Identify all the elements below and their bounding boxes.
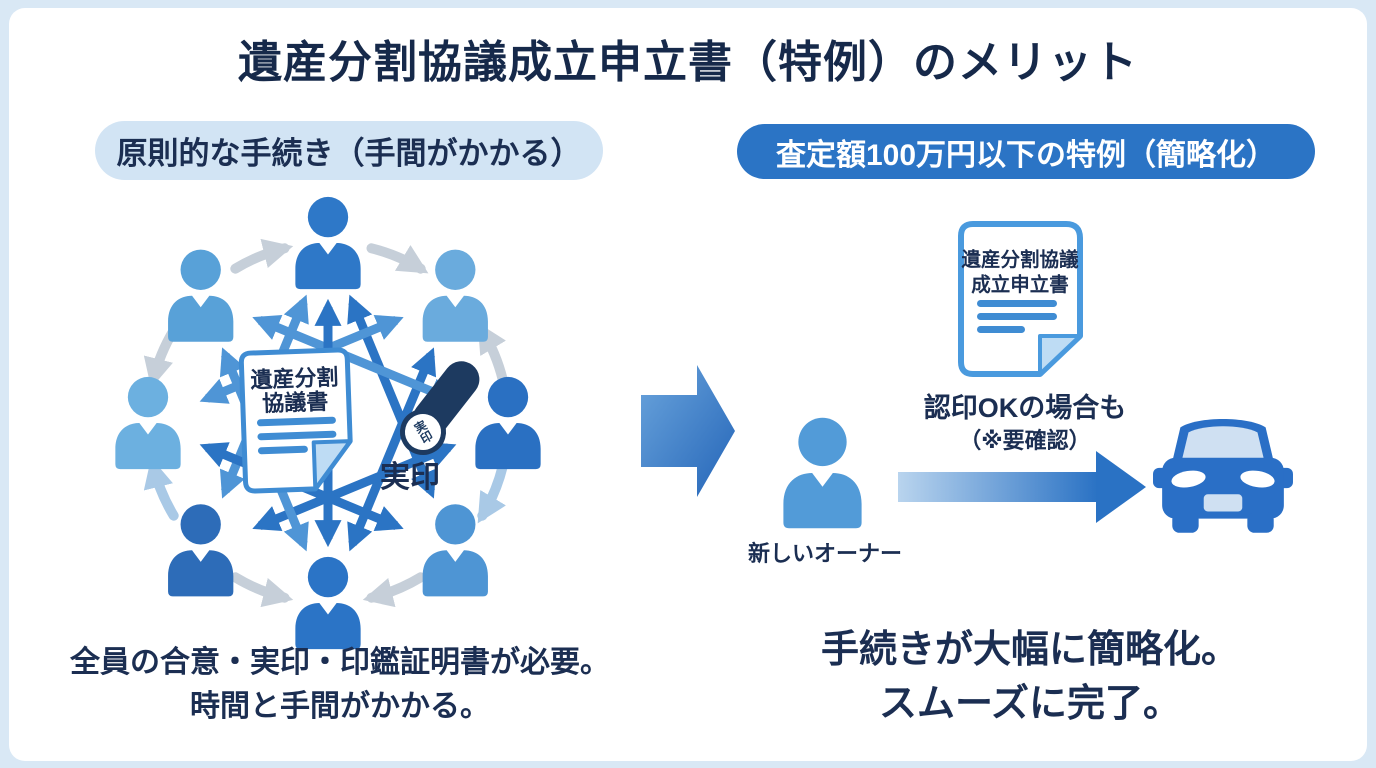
heir-person-icon bbox=[168, 249, 234, 342]
heir-person-icon bbox=[295, 556, 361, 650]
new-owner-person-shape bbox=[783, 417, 862, 529]
new-owner-icon bbox=[783, 417, 862, 529]
stamp-label: 実印 bbox=[380, 461, 440, 494]
stamp-face-text: 実印 bbox=[410, 418, 436, 446]
handover-arrow-shaft bbox=[898, 472, 1098, 502]
car-wheel-right bbox=[1247, 512, 1274, 533]
right-section-header-label: 査定額100万円以下の特例（簡略化） bbox=[775, 138, 1277, 172]
handover-arrow-head bbox=[1096, 451, 1146, 523]
car-headlight-left bbox=[1171, 470, 1206, 488]
right-caption-line1: 手続きが大幅に簡略化。 bbox=[820, 629, 1239, 671]
car-headlight-right bbox=[1240, 470, 1275, 488]
transition-arrow bbox=[641, 365, 735, 497]
agreement-doc-title-line2: 協議書 bbox=[262, 389, 329, 416]
page-title: 遺産分割協議成立申立書（特例）のメリット bbox=[238, 38, 1138, 87]
outer-flow-arrow bbox=[143, 457, 179, 521]
application-document-icon: 遺産分割協議 成立申立書 bbox=[957, 220, 1084, 383]
left-section-header-label: 原則的な手続き（手間がかかる） bbox=[116, 136, 582, 171]
mutual-consent-arrow bbox=[252, 314, 457, 404]
application-document-shape: 遺産分割協議 成立申立書 bbox=[958, 221, 1083, 377]
car-wheel-left bbox=[1172, 512, 1199, 533]
seal-ok-note: 認印OKの場合も bbox=[923, 393, 1127, 423]
document-text-bar bbox=[257, 430, 337, 441]
registered-seal-icon: 実印 bbox=[373, 354, 487, 466]
heir-person-icon bbox=[475, 376, 541, 470]
right-section-header: 査定額100万円以下の特例（簡略化） bbox=[737, 124, 1315, 179]
outer-flow-arrow bbox=[366, 243, 429, 274]
left-caption-line1: 全員の合意・実印・印鑑証明書が必要。 bbox=[70, 646, 610, 679]
document-text-bar bbox=[257, 445, 308, 455]
left-section-header: 原則的な手続き（手間がかかる） bbox=[95, 121, 603, 180]
agreement-doc-title-line1: 遺産分割 bbox=[250, 365, 339, 393]
outer-flow-arrow bbox=[230, 572, 294, 608]
document-text-bar bbox=[977, 326, 1025, 333]
outer-flow-arrow bbox=[477, 461, 508, 524]
agreement-document-shape: 遺産分割 協議書 bbox=[238, 347, 353, 494]
document-fold-corner bbox=[311, 439, 353, 491]
new-owner-label: 新しいオーナー bbox=[747, 541, 902, 566]
outer-flow-arrow bbox=[230, 238, 294, 274]
document-fold-corner bbox=[1038, 334, 1082, 376]
agreement-document-icon: 遺産分割 協議書 bbox=[237, 346, 355, 500]
transition-arrow-shape bbox=[641, 365, 735, 497]
application-doc-title-line1: 遺産分割協議 bbox=[961, 248, 1079, 271]
car-icon bbox=[1153, 418, 1293, 533]
car-windshield bbox=[1182, 426, 1264, 458]
heir-person-icon bbox=[295, 196, 361, 290]
handover-arrow bbox=[898, 451, 1146, 523]
document-text-bar bbox=[977, 300, 1057, 307]
heir-person-icon bbox=[422, 249, 488, 342]
left-caption: 全員の合意・実印・印鑑証明書が必要。 時間と手間がかかる。 bbox=[60, 641, 620, 730]
document-text-bar bbox=[256, 416, 336, 427]
heir-person-icon bbox=[115, 376, 181, 470]
car-license-plate bbox=[1203, 494, 1243, 512]
left-caption-line2: 時間と手間がかかる。 bbox=[190, 690, 490, 724]
confirmation-note: （※要確認） bbox=[959, 428, 1091, 453]
application-doc-title-line2: 成立申立書 bbox=[971, 273, 1069, 296]
outer-flow-arrow bbox=[362, 572, 426, 608]
right-caption-line2: スムーズに完了。 bbox=[878, 682, 1182, 725]
right-caption: 手続きが大幅に簡略化。 スムーズに完了。 bbox=[790, 624, 1270, 732]
document-text-bar bbox=[977, 313, 1057, 320]
